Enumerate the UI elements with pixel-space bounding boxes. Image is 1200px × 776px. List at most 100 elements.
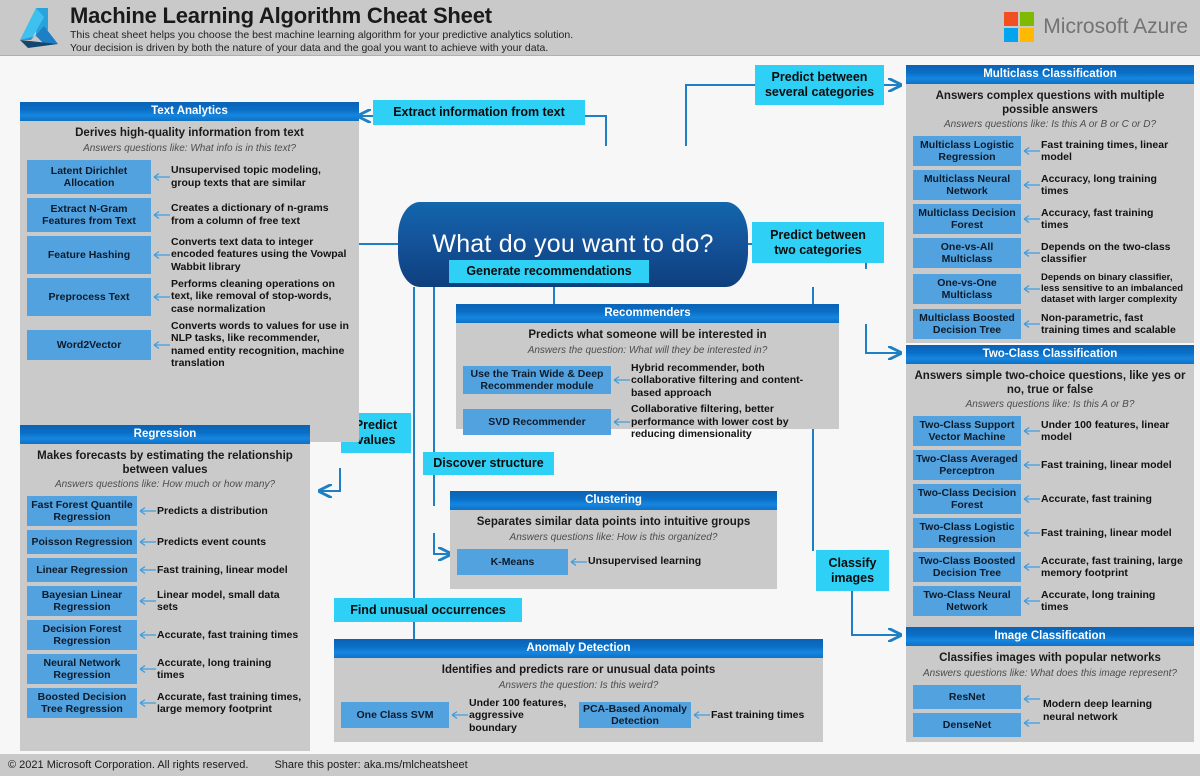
arrow-left-icon <box>139 665 156 673</box>
algorithm-note: Hybrid recommender, both collaborative f… <box>631 361 804 399</box>
algorithm-row: Bayesian Linear Regression Linear model,… <box>27 586 303 616</box>
algorithm-box[interactable]: Use the Train Wide & Deep Recommender mo… <box>463 366 611 395</box>
algorithm-box[interactable]: Fast Forest Quantile Regression <box>27 496 137 526</box>
arrow-left-icon <box>1023 427 1040 435</box>
algorithm-note: Accurate, fast training, large memory fo… <box>1041 554 1183 580</box>
panel-question: Answers questions like: How much or how … <box>54 479 276 490</box>
algorithm-note: Fast training, linear model <box>157 563 288 576</box>
panel-description: Answers simple two-choice questions, lik… <box>914 370 1186 396</box>
algorithm-box[interactable]: Neural Network Regression <box>27 654 137 684</box>
algorithm-note: Accurate, long training times <box>1041 588 1156 614</box>
arrow-left-icon <box>139 597 156 605</box>
arrow-left-icon <box>1023 563 1040 571</box>
algorithm-note: Unsupervised topic modeling, group texts… <box>171 164 321 189</box>
algorithm-row: One Class SVM Under 100 features, aggres… <box>341 697 573 735</box>
panel-title: Clustering <box>450 491 777 510</box>
algorithm-row: Two-Class Neural Network Accurate, long … <box>913 586 1187 616</box>
algorithm-note: Fast training, linear model <box>1041 526 1172 539</box>
panel-title: Regression <box>20 425 310 444</box>
algorithm-box[interactable]: DenseNet <box>913 712 1021 737</box>
algorithm-box[interactable]: Two-Class Decision Forest <box>913 484 1021 514</box>
algorithm-box[interactable]: Two-Class Boosted Decision Tree <box>913 552 1021 582</box>
algorithm-box[interactable]: Multiclass Boosted Decision Tree <box>913 309 1021 339</box>
algorithm-note: Predicts a distribution <box>157 504 268 517</box>
label-text: Find unusual occurrences <box>350 602 506 617</box>
panel-description: Makes forecasts by estimating the relati… <box>37 450 293 476</box>
algorithm-row: Decision Forest Regression Accurate, fas… <box>27 620 303 650</box>
central-question-text: What do you want to do? <box>432 230 714 258</box>
arrow-left-icon <box>153 340 170 349</box>
algorithm-note: Accuracy, fast training times <box>1041 206 1154 232</box>
share-link[interactable]: Share this poster: aka.ms/mlcheatsheet <box>274 759 468 771</box>
panel-question: Answers questions like: Is this A or B o… <box>943 119 1157 130</box>
label-generate-recommendations[interactable]: Generate recommendations <box>449 260 649 283</box>
algorithm-box[interactable]: Extract N-Gram Features from Text <box>27 197 151 232</box>
algorithm-box[interactable]: PCA-Based Anomaly Detection <box>579 702 691 729</box>
algorithm-box[interactable]: Boosted Decision Tree Regression <box>27 688 137 718</box>
algorithm-row: Multiclass Boosted Decision Tree Non-par… <box>913 309 1187 339</box>
algorithm-row: Preprocess Text Performs cleaning operat… <box>27 277 352 316</box>
algorithm-box[interactable]: Linear Regression <box>27 558 137 582</box>
panel-question: Answers questions like: How is this orga… <box>509 531 718 543</box>
algorithm-box[interactable]: Multiclass Decision Forest <box>913 204 1021 234</box>
algorithm-rows: ResNet DenseNet Modern deep learning neu… <box>913 684 1187 737</box>
algorithm-note: Depends on the two-class classifier <box>1041 240 1171 266</box>
algorithm-box[interactable]: Decision Forest Regression <box>27 620 137 650</box>
panel-title: Two-Class Classification <box>906 345 1194 364</box>
panel-text-analytics: Text Analytics Derives high-quality info… <box>20 102 359 442</box>
algorithm-note: Accurate, fast training <box>1041 492 1152 505</box>
arrow-left-icon <box>153 210 170 219</box>
algorithm-rows: Latent Dirichlet Allocation Unsupervised… <box>27 159 352 370</box>
algorithm-box[interactable]: SVD Recommender <box>463 408 611 435</box>
panel-title: Multiclass Classification <box>906 65 1194 84</box>
panel-description: Identifies and predicts rare or unusual … <box>441 664 716 676</box>
algorithm-box[interactable]: Poisson Regression <box>27 530 137 554</box>
algorithm-note: Predicts event counts <box>157 535 267 548</box>
panel-recommenders: Recommenders Predicts what someone will … <box>456 304 839 440</box>
label-discover-structure[interactable]: Discover structure <box>423 452 554 475</box>
panel-question: Answers questions like: What does this i… <box>922 667 1177 679</box>
panel-question: Answers questions like: Is this A or B? <box>965 399 1135 410</box>
label-predict-between-two-categories[interactable]: Predict between two categories <box>752 222 884 263</box>
panel-title: Image Classification <box>906 627 1194 646</box>
algorithm-box[interactable]: Bayesian Linear Regression <box>27 586 137 616</box>
brand-label: Microsoft Azure <box>1043 15 1188 38</box>
algorithm-box[interactable]: Feature Hashing <box>27 235 151 274</box>
algorithm-box[interactable]: Preprocess Text <box>27 277 151 316</box>
algorithm-row: Two-Class Boosted Decision Tree Accurate… <box>913 552 1187 582</box>
algorithm-box[interactable]: One-vs-All Multiclass <box>913 238 1021 268</box>
label-extract-information-from-text[interactable]: Extract information from text <box>373 100 585 125</box>
panel-image-classification: Image Classification Classifies images w… <box>906 627 1194 742</box>
algorithm-box[interactable]: Two-Class Support Vector Machine <box>913 416 1021 446</box>
algorithm-box[interactable]: ResNet <box>913 684 1021 709</box>
algorithm-box[interactable]: Word2Vector <box>27 329 151 360</box>
algorithm-box[interactable]: One Class SVM <box>341 702 449 729</box>
arrow-left-icon <box>1023 461 1040 469</box>
panel-question: Answers the question: Is this weird? <box>498 679 659 691</box>
algorithm-box[interactable]: Two-Class Averaged Perceptron <box>913 450 1021 480</box>
arrow-left-icon <box>1023 718 1040 727</box>
algorithm-box[interactable]: Multiclass Logistic Regression <box>913 136 1021 166</box>
panel-title: Text Analytics <box>20 102 359 121</box>
label-find-unusual-occurrences[interactable]: Find unusual occurrences <box>334 598 522 622</box>
algorithm-row: Multiclass Neural Network Accuracy, long… <box>913 170 1187 200</box>
algorithm-box[interactable]: Multiclass Neural Network <box>913 170 1021 200</box>
arrow-left-icon <box>1023 249 1040 257</box>
algorithm-box[interactable]: One-vs-One Multiclass <box>913 273 1021 304</box>
algorithm-row: Feature Hashing Converts text data to in… <box>27 235 352 274</box>
algorithm-box[interactable]: Two-Class Neural Network <box>913 586 1021 616</box>
label-predict-between-several-categories[interactable]: Predict between several categories <box>755 65 884 105</box>
arrow-left-icon <box>139 631 156 639</box>
label-classify-images[interactable]: Classify images <box>816 550 889 591</box>
arrow-left-icon <box>1023 320 1040 328</box>
poster-title-block: Machine Learning Algorithm Cheat Sheet T… <box>70 3 573 54</box>
panel-question: Answers questions like: What info is in … <box>83 142 296 154</box>
algorithm-box[interactable]: Latent Dirichlet Allocation <box>27 159 151 194</box>
panel-multiclass-classification: Multiclass Classification Answers comple… <box>906 65 1194 343</box>
arrow-left-icon <box>153 250 170 259</box>
algorithm-box[interactable]: Two-Class Logistic Regression <box>913 518 1021 548</box>
poster-subtitle-line-2: Your decision is driven by both the natu… <box>70 41 549 54</box>
algorithm-rows: One Class SVM Under 100 features, aggres… <box>341 697 816 739</box>
label-text: Predict between two categories <box>770 227 866 257</box>
algorithm-box[interactable]: K-Means <box>457 548 568 575</box>
